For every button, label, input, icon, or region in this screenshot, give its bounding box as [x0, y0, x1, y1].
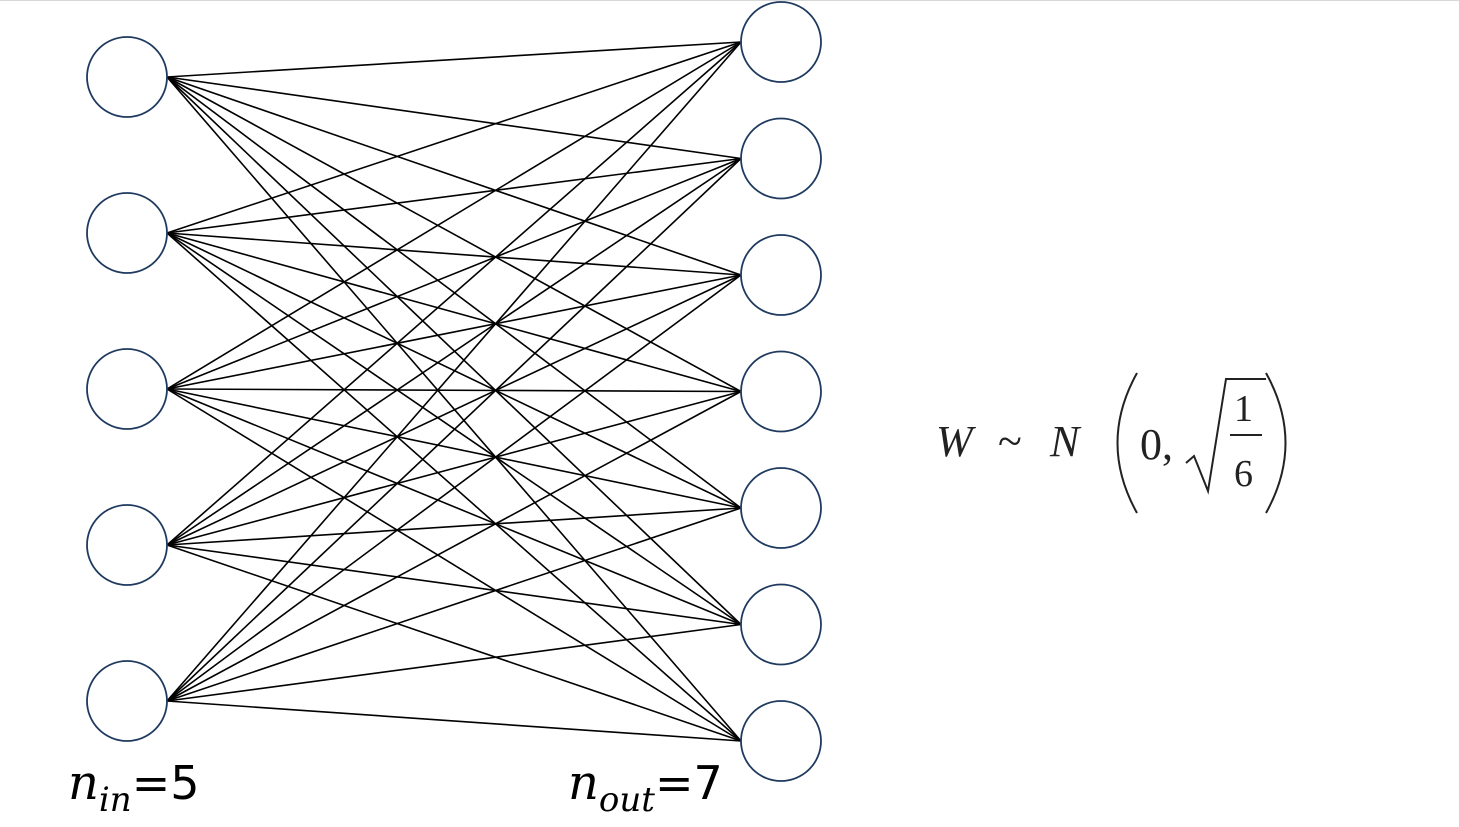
input-node-5: [86, 660, 168, 742]
output-size-label: nout=7: [568, 755, 723, 820]
edge-in4-out2: [166, 157, 742, 546]
edge-in3-out2: [166, 157, 742, 390]
formula-numerator: 1: [1234, 388, 1253, 430]
output-node-2: [740, 117, 822, 200]
output-label-var: n: [568, 755, 599, 811]
edge-in3-out5: [166, 388, 742, 509]
input-node-4: [86, 504, 168, 586]
formula-mean: 0,: [1140, 420, 1173, 469]
input-label-sub: in: [99, 780, 132, 820]
edge-in4-out7: [166, 544, 742, 742]
formula-left-paren: [1116, 372, 1138, 514]
formula-dist: N: [1049, 417, 1082, 466]
edge-in1-out6: [166, 76, 742, 626]
weight-init-formula: W ~ N 0, 1 6: [936, 372, 1287, 514]
edge-in3-out3: [166, 274, 742, 390]
edge-in5-out4: [166, 390, 742, 702]
edge-in5-out6: [166, 623, 742, 702]
input-label-var: n: [68, 755, 99, 811]
formula-relation: ~: [998, 417, 1022, 466]
input-node-2: [86, 192, 168, 274]
edge-in5-out7: [166, 700, 742, 742]
edge-in1-out3: [166, 76, 742, 276]
edge-in1-out7: [166, 76, 742, 742]
output-node-4: [740, 350, 822, 433]
edge-in2-out7: [166, 232, 742, 742]
formula-right-paren: [1265, 372, 1287, 514]
edge-in3-out4: [166, 388, 742, 393]
input-node-1: [86, 36, 168, 118]
edge-in4-out1: [166, 41, 742, 546]
edge-in4-out5: [166, 507, 742, 546]
output-label-value: =7: [655, 756, 723, 810]
formula-lhs: W: [936, 417, 976, 466]
edge-in1-out1: [166, 41, 742, 78]
neurons: [86, 1, 822, 782]
edge-in5-out1: [166, 41, 742, 702]
edge-in3-out7: [166, 388, 742, 742]
edge-in5-out3: [166, 274, 742, 702]
output-node-1: [740, 1, 822, 83]
formula-denominator: 6: [1234, 453, 1253, 495]
edge-in5-out5: [166, 507, 742, 702]
input-size-label: nin=5: [68, 755, 200, 820]
edge-in2-out2: [166, 157, 742, 234]
output-node-6: [740, 583, 822, 666]
output-node-5: [740, 467, 822, 549]
output-node-7: [740, 700, 822, 782]
edge-in4-out3: [166, 274, 742, 546]
formula-sqrt: [1185, 378, 1266, 495]
edge-in3-out1: [166, 41, 742, 390]
input-label-value: =5: [132, 756, 200, 810]
edge-in5-out2: [166, 157, 742, 702]
connections: [166, 41, 742, 742]
edge-in4-out6: [166, 544, 742, 626]
edge-in2-out1: [166, 41, 742, 234]
edge-in1-out4: [166, 76, 742, 393]
output-node-3: [740, 234, 822, 316]
edge-in2-out4: [166, 232, 742, 393]
output-label-sub: out: [599, 780, 655, 820]
edge-in3-out6: [166, 388, 742, 626]
edge-in2-out3: [166, 232, 742, 276]
input-node-3: [86, 348, 168, 430]
edge-in1-out2: [166, 76, 742, 160]
edge-in4-out4: [166, 390, 742, 546]
